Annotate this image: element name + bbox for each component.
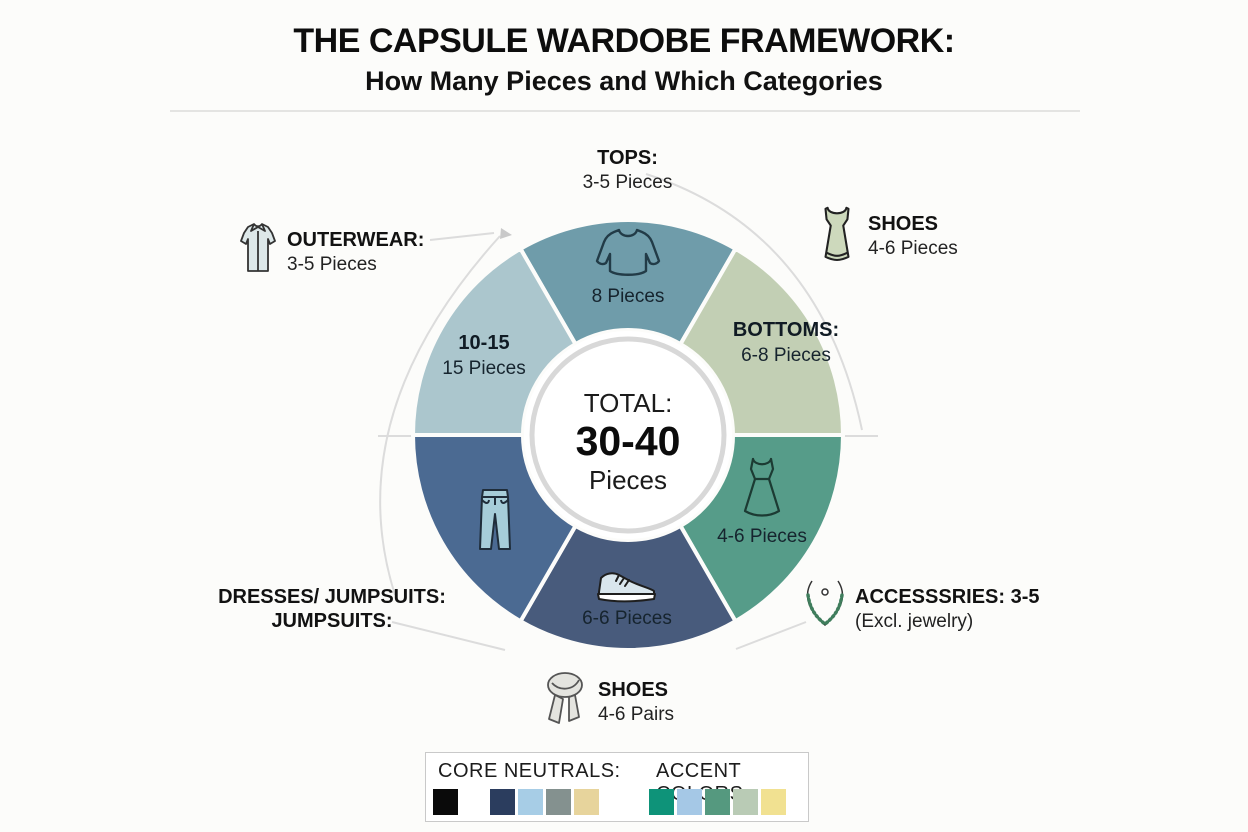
tops-value: 3-5 Pieces (582, 172, 673, 193)
segment-bottoms-label: BOTTOMS: 6-8 Pieces (700, 318, 872, 368)
dresses-label: DRESSES/ JUMPSUITS: (218, 586, 446, 608)
swatch-core-black (433, 789, 458, 815)
segment-tops (518, 218, 738, 347)
swatch-accent-green (705, 789, 730, 815)
outerwear-seg-name: 10-15 (458, 332, 510, 354)
segment-dresses (678, 433, 845, 624)
segment-shoes-label: 6-6 Pieces (562, 606, 692, 631)
necklace-icon (806, 580, 844, 627)
callout-dresses: DRESSES/ JUMPSUITS: JUMPSUITS: (213, 585, 451, 633)
swatch-core-navy (490, 789, 515, 815)
swatch-accent-lightblue (677, 789, 702, 815)
dress-icon (743, 457, 781, 517)
swatch-core-gray (546, 789, 571, 815)
total-unit: Pieces (588, 465, 668, 495)
donut-center-ring (529, 336, 727, 534)
shoes-count: 6-6 Pieces (582, 608, 672, 629)
shoes-top-label: SHOES (868, 213, 939, 235)
swatch-core-lightblue (518, 789, 543, 815)
outerwear-arrow-head (500, 228, 512, 239)
title-divider (170, 110, 1080, 112)
jeans-icon (479, 489, 511, 550)
donut-chart (378, 173, 878, 652)
accessories-value: (Excl. jewelry) (855, 611, 974, 632)
outerwear-seg-count: 15 Pieces (442, 358, 526, 379)
swatch-accent-yellow (761, 789, 786, 815)
jumpsuits-callout-line (391, 621, 506, 651)
decorative-arcs (378, 173, 878, 651)
bottoms-name: BOTTOMS: (732, 319, 840, 341)
callout-tops: TOPS: 3-5 Pieces (540, 146, 715, 195)
shoes-bottom-label: SHOES (598, 679, 669, 701)
arc-top-right (645, 173, 863, 431)
total-label: TOTAL: (583, 388, 673, 418)
outerwear-value: 3-5 Pieces (287, 254, 377, 275)
long-sleeve-top-icon (595, 228, 661, 276)
swatch-accent-sage (733, 789, 758, 815)
outerwear-callout-line (429, 232, 495, 241)
arc-left (379, 235, 501, 596)
dresses-label-2: JUMPSUITS: (271, 610, 393, 632)
callout-shoes-bottom: SHOES 4-6 Pairs (598, 678, 674, 727)
accessories-label: ACCESSSRIES: 3-5 (855, 586, 1040, 608)
tank-dress-icon (824, 206, 850, 262)
segment-bottoms (678, 246, 845, 437)
accessories-callout-line (735, 621, 807, 650)
tops-count: 8 Pieces (591, 286, 665, 307)
coat-icon (240, 223, 276, 272)
donut-center-circle (524, 331, 732, 539)
segment-tops-label: 8 Pieces (563, 284, 693, 309)
swatch-core-tan (574, 789, 599, 815)
outerwear-label: OUTERWEAR: (287, 229, 425, 251)
callout-outerwear: OUTERWEAR: 3-5 Pieces (287, 228, 424, 277)
core-neutrals-label: CORE NEUTRALS: (438, 760, 621, 782)
segment-outerwear-label: 10-15 15 Pieces (419, 331, 549, 381)
bottoms-count: 6-8 Pieces (741, 345, 831, 366)
page-title: THE CAPSULE WARDOBE FRAMEWORK: (293, 22, 955, 60)
callout-shoes-top: SHOES 4-6 Pieces (868, 212, 958, 261)
color-legend: CORE NEUTRALS: ACCENT COLORS (425, 752, 809, 822)
shoes-bottom-value: 4-6 Pairs (598, 704, 675, 725)
page-subtitle: How Many Pieces and Which Categories (365, 66, 883, 96)
donut-total: TOTAL: 30-40 Pieces (528, 388, 728, 496)
swatch-accent-teal (649, 789, 674, 815)
callout-accessories: ACCESSSRIES: 3-5 (Excl. jewelry) (855, 585, 1040, 634)
dresses-count: 4-6 Pieces (717, 526, 807, 547)
tops-label: TOPS: (597, 147, 658, 169)
segment-dresses-label: 4-6 Pieces (697, 524, 827, 549)
sneaker-icon (597, 572, 656, 603)
total-range: 30-40 (575, 418, 681, 464)
segment-outerwear (411, 246, 578, 437)
shoes-top-value: 4-6 Pieces (868, 238, 958, 259)
scarf-icon (547, 672, 583, 724)
